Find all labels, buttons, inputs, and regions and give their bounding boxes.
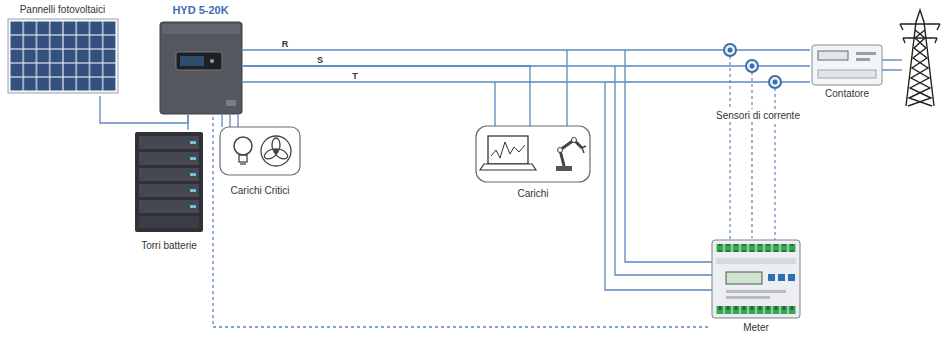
phase-label: T: [351, 71, 359, 81]
critical-loads-node: Carichi Critici: [218, 127, 302, 197]
inverter-node: HYD 5-20K: [158, 4, 243, 115]
utility-meter-node: Contatore: [810, 45, 884, 100]
signal-connector: [213, 115, 708, 327]
solar-panel-node: Pannelli fotovoltaici: [5, 3, 120, 96]
battery-node: Torri batterie: [133, 130, 205, 252]
solar-panel: [8, 19, 118, 93]
inverter-title: HYD 5-20K: [171, 4, 229, 17]
loads-node: Carichi: [474, 126, 592, 200]
critical-loads-label: Carichi Critici: [230, 184, 291, 197]
phase-label: R: [281, 39, 290, 49]
power-connector: [229, 115, 230, 127]
inverter-body: [160, 22, 242, 114]
battery-tower: [135, 132, 203, 232]
grid-pylon: [882, 10, 940, 106]
phase-label: S: [316, 55, 324, 65]
sensors-label: Sensori di corrente: [715, 109, 801, 122]
signal-connector: [751, 122, 752, 238]
power-connector: [187, 115, 188, 130]
critical-loads-box: [220, 127, 300, 175]
current-sensor: [724, 44, 781, 88]
utility-meter-label: Contatore: [824, 87, 870, 100]
meter-node: Meter: [708, 238, 804, 334]
loads-label: Carichi: [516, 187, 549, 200]
power-connector: [243, 81, 810, 82]
loads-box: [476, 126, 590, 182]
current-sensors-node: Sensori di corrente: [708, 40, 808, 122]
utility-meter: [812, 45, 882, 85]
meter-device: [712, 240, 800, 318]
battery-label: Torri batterie: [140, 239, 198, 252]
power-connector: [243, 66, 530, 126]
panel-label: Pannelli fotovoltaici: [19, 3, 107, 16]
meter-label: Meter: [742, 321, 770, 334]
